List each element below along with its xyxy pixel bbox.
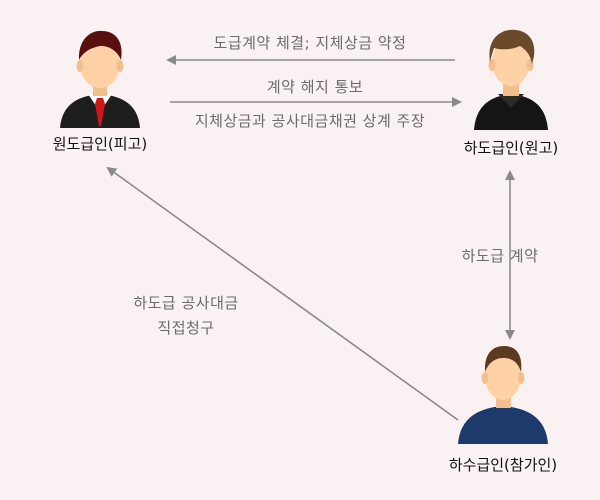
plaintiff-avatar-icon (474, 29, 548, 130)
contract-label: 도급계약 체결; 지체상금 약정 (214, 34, 407, 52)
defendant-label: 원도급인(피고) (53, 135, 148, 153)
setoff-claim-label: 지체상금과 공사대금채권 상계 주장 (195, 112, 425, 130)
plaintiff-label: 하도급인(원고) (464, 139, 559, 157)
direct-claim-label-line1: 하도급 공사대금 (133, 294, 238, 312)
subcontract-label: 하도급 계약 (462, 247, 539, 265)
direct-claim-arrow (106, 166, 459, 421)
direct-claim-label-line2: 직접청구 (157, 319, 214, 337)
termination-notice-label: 계약 해지 통보 (267, 78, 363, 96)
businessman-avatar-icon (60, 30, 140, 128)
intervenor-label: 하수급인(참가인) (449, 456, 557, 474)
intervenor-avatar-icon (458, 346, 548, 444)
